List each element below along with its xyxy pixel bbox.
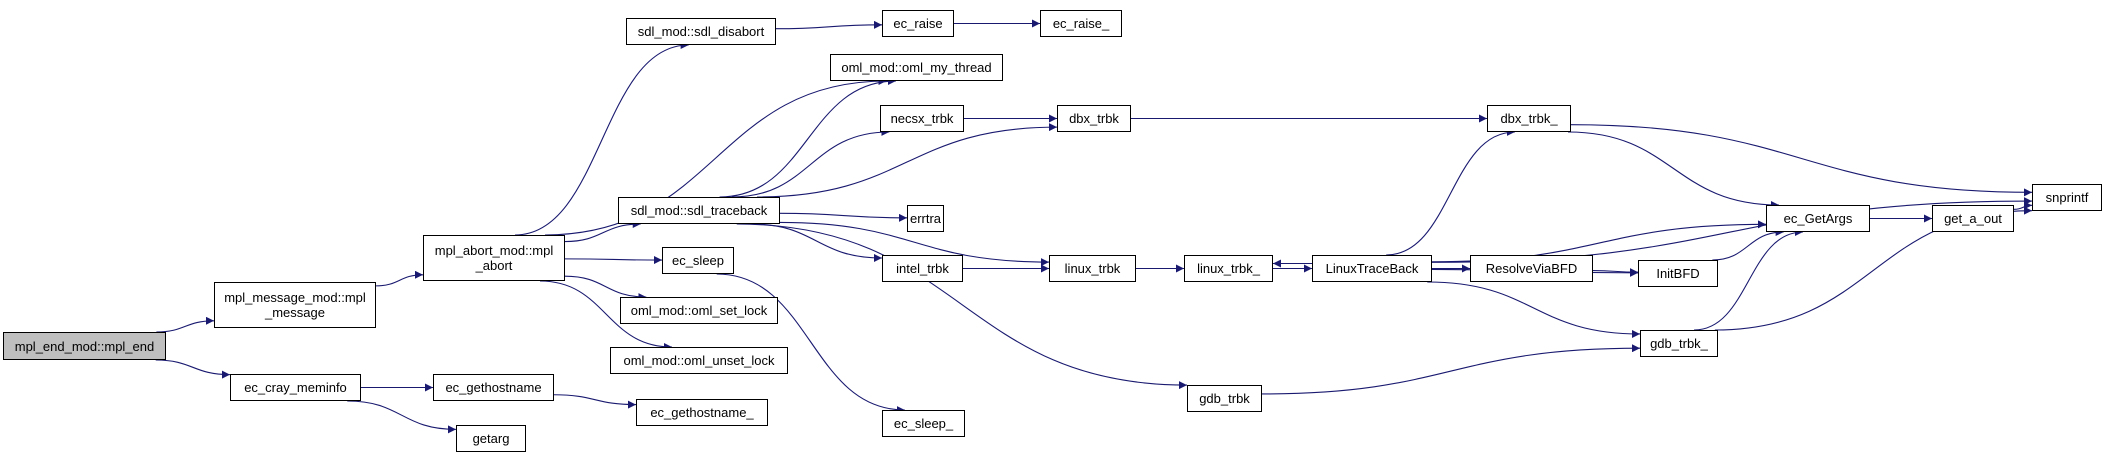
node-ec-raise-[interactable]: ec_raise_ [1040, 10, 1122, 37]
edge-mpl-abort-to-ec-sleep [564, 256, 663, 265]
node-sdl-disabort[interactable]: sdl_mod::sdl_disabort [626, 18, 776, 45]
node-oml-my-thread[interactable]: oml_mod::oml_my_thread [830, 54, 1003, 81]
node-oml-unset-lock[interactable]: oml_mod::oml_unset_lock [610, 347, 788, 374]
edge-sdl-traceback-to-gdb-trbk [736, 223, 1188, 390]
edge-mpl-end-to-ec-cray-meminfo [155, 359, 231, 379]
node-resolveviabfd[interactable]: ResolveViaBFD [1470, 255, 1593, 282]
node-mpl-end: mpl_end_mod::mpl_end [3, 332, 166, 360]
node-ec-getargs[interactable]: ec_GetArgs [1766, 205, 1870, 232]
node-ec-gethostname[interactable]: ec_gethostname [433, 374, 554, 401]
edge-sdl-traceback-to-necsx-trbk [731, 128, 890, 198]
node-mpl-abort[interactable]: mpl_abort_mod::mpl _abort [423, 235, 565, 281]
node-dbx-trbk[interactable]: dbx_trbk [1057, 105, 1131, 132]
node-mpl-message[interactable]: mpl_message_mod::mpl _message [214, 282, 376, 328]
edge-dbx-trbk--to-ec-getargs [1568, 131, 1779, 209]
edge-ec-cray-meminfo-to-getarg [347, 400, 457, 434]
edge-sdl-traceback-to-errtra [779, 212, 908, 222]
edge-mpl-abort-to-oml-set-lock [564, 275, 647, 301]
edge-mpl-end-to-mpl-message [156, 316, 215, 333]
edge-mpl-message-to-mpl-abort [375, 270, 424, 287]
node-dbx-trbk-[interactable]: dbx_trbk_ [1487, 105, 1571, 132]
edge-sdl-traceback-to-linux-trbk [779, 221, 1050, 267]
edge-mpl-abort-to-sdl-disabort [515, 41, 689, 236]
edge-resolveviabfd-to-initbfd [1592, 268, 1639, 277]
node-ec-cray-meminfo[interactable]: ec_cray_meminfo [230, 374, 361, 401]
node-linux-trbk-[interactable]: linux_trbk_ [1184, 255, 1273, 282]
node-intel-trbk[interactable]: intel_trbk [882, 255, 963, 282]
node-ec-sleep[interactable]: ec_sleep [662, 247, 734, 274]
edge-get-a-out-to-snprintf [2013, 201, 2033, 210]
edge-dbx-trbk--to-snprintf [1570, 124, 2033, 197]
node-snprintf[interactable]: snprintf [2032, 184, 2102, 211]
node-gdb-trbk-[interactable]: gdb_trbk_ [1640, 330, 1718, 357]
edge-ec-sleep-to-ec-sleep- [716, 273, 905, 414]
edge-mpl-abort-to-oml-unset-lock [539, 280, 673, 351]
edge-initbfd-to-ec-getargs [1712, 228, 1784, 261]
edge-linuxtraceback-to-dbx-trbk- [1386, 128, 1515, 256]
node-ec-raise[interactable]: ec_raise [882, 10, 954, 37]
node-linux-trbk[interactable]: linux_trbk [1049, 255, 1136, 282]
edge-mpl-abort-to-sdl-traceback [564, 220, 641, 243]
node-necsx-trbk[interactable]: necsx_trbk [880, 105, 964, 132]
edge-sdl-traceback-to-dbx-trbk [756, 123, 1058, 198]
node-ec-sleep-[interactable]: ec_sleep_ [882, 410, 965, 437]
edge-linuxtraceback-to-gdb-trbk- [1427, 281, 1641, 338]
node-linuxtraceback[interactable]: LinuxTraceBack [1312, 255, 1432, 282]
node-errtra[interactable]: errtra [907, 205, 944, 232]
node-getarg[interactable]: getarg [456, 425, 526, 452]
node-ec-gethostname-[interactable]: ec_gethostname_ [636, 399, 768, 426]
node-oml-set-lock[interactable]: oml_mod::oml_set_lock [620, 297, 778, 324]
edge-sdl-disabort-to-ec-raise [775, 20, 883, 30]
edge-gdb-trbk-to-gdb-trbk- [1261, 344, 1641, 395]
edge-mpl-abort-to-oml-my-thread [545, 77, 887, 236]
edge-sdl-traceback-to-oml-my-thread [719, 77, 896, 198]
node-initbfd[interactable]: InitBFD [1638, 260, 1718, 287]
node-gdb-trbk[interactable]: gdb_trbk [1187, 385, 1262, 412]
node-get-a-out[interactable]: get_a_out [1932, 205, 2014, 232]
edge-ec-gethostname-to-ec-gethostname- [553, 394, 637, 409]
edge-gdb-trbk--to-ec-getargs [1694, 228, 1803, 331]
node-sdl-traceback[interactable]: sdl_mod::sdl_traceback [618, 197, 780, 224]
